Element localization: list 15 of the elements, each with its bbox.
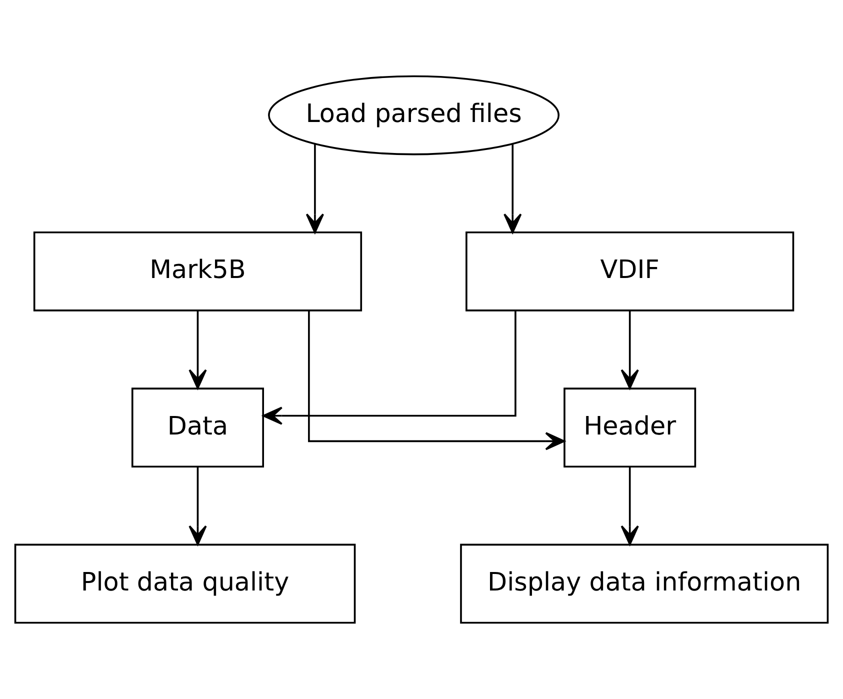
- arrow: [504, 144, 522, 234]
- node-box: Mark5B: [33, 232, 362, 312]
- node-box: Data: [131, 388, 264, 468]
- node-ellipse: Load parsed files: [268, 75, 560, 156]
- arrow: [620, 466, 639, 546]
- node-box: Display data information: [460, 544, 829, 624]
- node-box: Header: [564, 388, 696, 468]
- node-box: Plot data quality: [14, 544, 356, 624]
- arrow: [308, 310, 566, 450]
- arrow: [188, 310, 207, 390]
- arrow: [188, 466, 207, 546]
- arrow: [262, 310, 516, 425]
- arrow: [620, 310, 639, 390]
- node-box: VDIF: [466, 232, 794, 312]
- arrow: [306, 144, 324, 234]
